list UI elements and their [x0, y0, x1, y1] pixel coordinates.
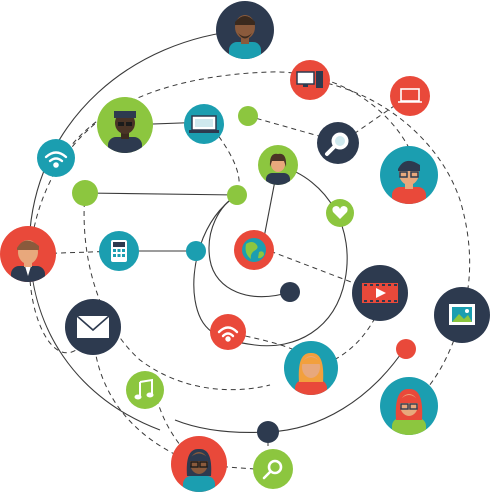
avatar-woman-glasses	[380, 377, 438, 435]
search-node-navy	[317, 122, 359, 164]
wifi-icon	[44, 151, 68, 168]
avatar-man-left	[0, 226, 56, 282]
dot-green-left	[72, 180, 98, 206]
video-node	[352, 265, 408, 321]
laptop-icon	[398, 88, 422, 103]
computer-node	[290, 60, 330, 100]
globe-node	[234, 230, 274, 270]
mail-icon	[76, 315, 110, 338]
dot-red	[396, 339, 416, 359]
avatar-woman-bottom	[171, 436, 227, 492]
calculator-icon	[111, 240, 127, 262]
dot-green-top	[238, 106, 258, 126]
dot-teal	[186, 241, 206, 261]
image-icon	[449, 304, 475, 325]
laptop-icon	[189, 115, 219, 133]
music-node	[126, 371, 164, 409]
avatar-woman-center	[258, 145, 298, 185]
laptop-node-teal	[184, 104, 224, 144]
laptop-node-red	[390, 76, 430, 116]
avatar-man-green	[97, 97, 153, 153]
avatar-man-glasses	[380, 146, 438, 204]
wifi-icon	[217, 326, 239, 342]
search-icon	[262, 459, 283, 480]
mail-node	[65, 299, 121, 355]
heart-node	[326, 199, 354, 227]
dot-green-center	[227, 185, 247, 205]
wifi-node-teal	[37, 139, 75, 177]
avatar-man-top	[216, 1, 274, 59]
video-icon	[362, 283, 398, 303]
globe-icon	[242, 238, 266, 262]
heart-icon	[332, 206, 348, 219]
desktop-computer-icon	[296, 71, 323, 88]
music-icon	[134, 378, 154, 400]
search-node-green	[253, 449, 293, 489]
dot-navy-center	[280, 282, 300, 302]
dot-navy-bottom	[257, 421, 279, 443]
image-node	[434, 287, 490, 343]
calculator-node	[99, 231, 139, 271]
avatar-woman-teal	[284, 341, 338, 395]
wifi-node-red	[210, 314, 246, 350]
search-icon	[325, 132, 349, 156]
